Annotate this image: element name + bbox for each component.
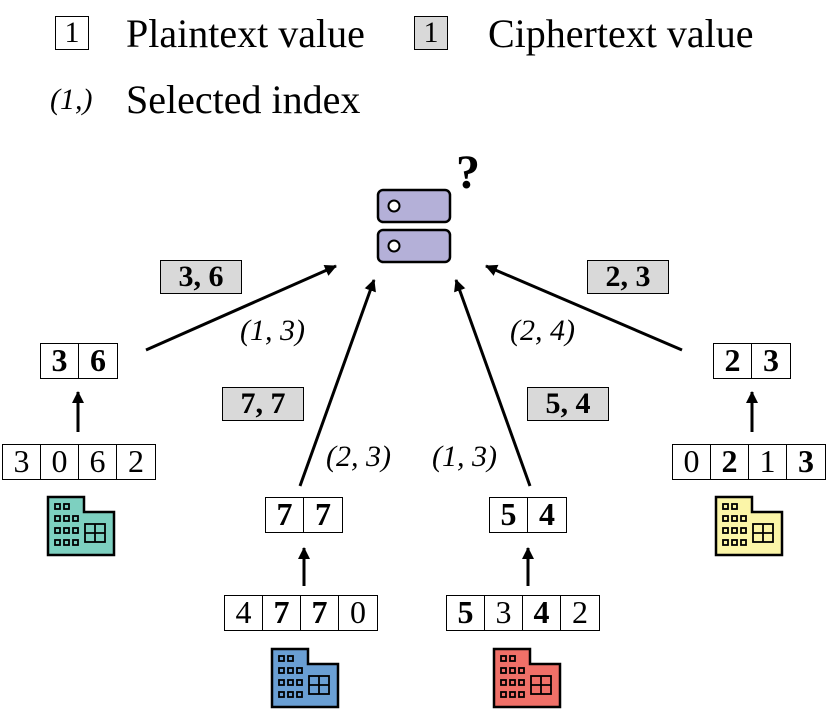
- party-1-indices: (1, 3): [240, 314, 305, 347]
- ciphertext-value: 4: [575, 387, 591, 420]
- party-2-indices: (2, 3): [326, 440, 391, 473]
- ciphertext-value: 3: [178, 260, 194, 293]
- selected-cell: 7: [266, 498, 304, 532]
- legend-index-sample: (1,): [50, 83, 93, 116]
- legend-index-label: Selected index: [126, 77, 361, 122]
- ciphertext-value: 6: [208, 260, 224, 293]
- selected-cell: 7: [315, 496, 331, 532]
- party-1-data-row: 3 0 6 2: [2, 444, 156, 480]
- legend-ciphertext-label: Ciphertext value: [488, 11, 754, 56]
- selected-cell: 3: [41, 344, 79, 378]
- legend-ciphertext-sample: 1: [414, 16, 448, 50]
- data-cell: 0: [350, 594, 366, 630]
- party-2-data-row: 4 7 7 0: [224, 595, 378, 631]
- party-3-data-row: 5 3 4 2: [446, 595, 600, 631]
- data-cell: 2: [572, 594, 588, 630]
- party-3-selected-row: 5 4: [489, 497, 567, 533]
- data-cell: 0: [673, 445, 711, 479]
- data-cell: 2: [711, 445, 749, 479]
- server-question-mark: ?: [456, 146, 480, 199]
- party-3-indices: (1, 3): [432, 440, 497, 473]
- data-cell: 1: [749, 445, 787, 479]
- ciphertext-value: 7: [240, 387, 256, 420]
- data-cell: 5: [447, 596, 485, 630]
- selected-cell: 3: [763, 342, 779, 378]
- building-icon: [714, 495, 784, 557]
- data-cell: 6: [79, 445, 117, 479]
- party-2-selected-row: 7 7: [265, 497, 343, 533]
- data-cell: 2: [128, 443, 144, 479]
- data-cell: 7: [301, 596, 339, 630]
- ciphertext-value: 3: [635, 260, 651, 293]
- party-4-data-row: 0 2 1 3: [672, 444, 826, 480]
- party-1-ciphertext: 3, 6: [160, 260, 242, 294]
- building-icon: [270, 647, 340, 709]
- data-cell: 3: [485, 596, 523, 630]
- data-cell: 7: [263, 596, 301, 630]
- data-cell: 3: [798, 443, 814, 479]
- building-icon: [46, 495, 116, 557]
- party-3-ciphertext: 5, 4: [527, 387, 609, 421]
- selected-cell: 4: [539, 496, 555, 532]
- data-cell: 4: [225, 596, 263, 630]
- arrow-party-1-to-server: [145, 264, 337, 352]
- party-4-indices: (2, 4): [510, 314, 575, 347]
- data-cell: 0: [41, 445, 79, 479]
- party-4-ciphertext: 2, 3: [587, 260, 669, 294]
- ciphertext-value: 5: [545, 387, 561, 420]
- building-icon: [492, 647, 562, 709]
- selected-cell: 5: [490, 498, 528, 532]
- server-icon: [376, 188, 452, 264]
- arrow-party-4-to-server: [485, 264, 683, 352]
- legend-plaintext-label: Plaintext value: [126, 11, 365, 56]
- arrow-party-3-to-server: [454, 279, 532, 487]
- data-cell: 3: [3, 445, 41, 479]
- ciphertext-value: 7: [270, 387, 286, 420]
- data-cell: 4: [523, 596, 561, 630]
- arrow-party-2-to-server: [298, 279, 376, 487]
- legend-plaintext-sample: 1: [55, 16, 89, 50]
- party-4-selected-row: 2 3: [713, 343, 791, 379]
- selected-cell: 6: [90, 342, 106, 378]
- selected-cell: 2: [714, 344, 752, 378]
- ciphertext-value: 2: [605, 260, 621, 293]
- party-1-selected-row: 3 6: [40, 343, 118, 379]
- party-2-ciphertext: 7, 7: [222, 387, 304, 421]
